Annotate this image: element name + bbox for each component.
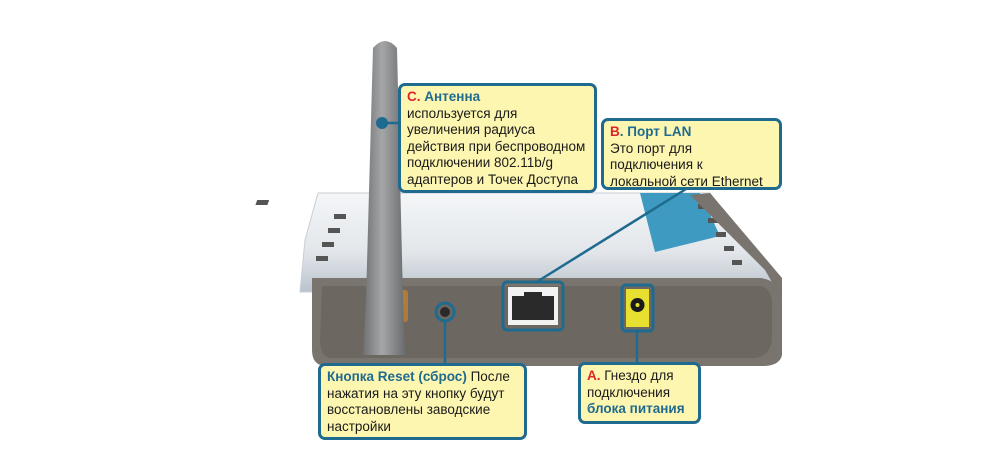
callout-title: Кнопка Reset (сброс) (327, 369, 467, 384)
power-jack (620, 283, 655, 333)
antenna-marker-dot (376, 117, 388, 129)
antenna (363, 41, 408, 355)
callout-line: адаптеров и Точек Доступа (407, 171, 579, 187)
callout-line: восстановлены заводские (327, 402, 491, 417)
callout-line: нажатия на эту кнопку будут (327, 385, 505, 401)
lan-port (501, 280, 565, 332)
callout-line: подключения (587, 384, 671, 400)
callout-title: . Порт LAN (619, 124, 692, 139)
antenna-callout: C. Антенна используется для увеличения р… (398, 83, 597, 193)
callout-line: Это порт для (610, 140, 693, 156)
callout-line: используется для (407, 105, 518, 121)
callout-letter: A. (587, 368, 601, 383)
callout-emphasis: блока питания (587, 401, 685, 416)
lan-callout: B. Порт LAN Это порт для подключения к л… (601, 118, 782, 190)
callout-line: действия при беспроводном (407, 138, 586, 154)
callout-line: подключении 802.11b/g (407, 155, 554, 170)
power-callout: A. Гнездо для подключения блока питания (578, 362, 701, 424)
router-top-shell (255, 192, 781, 293)
callout-line: локальной сети Ethernet (610, 173, 763, 189)
callout-text: После (466, 369, 510, 384)
reset-callout: Кнопка Reset (сброс) После нажатия на эт… (318, 363, 527, 440)
callout-line: настройки (327, 418, 391, 434)
callout-title: Антенна (424, 89, 481, 104)
callout-letter: B (610, 124, 620, 139)
callout-letter: C. (407, 89, 421, 104)
callout-line: увеличения радиуса (407, 122, 536, 137)
callout-text: Гнездо для (600, 368, 674, 383)
callout-line: подключения к (610, 157, 703, 172)
